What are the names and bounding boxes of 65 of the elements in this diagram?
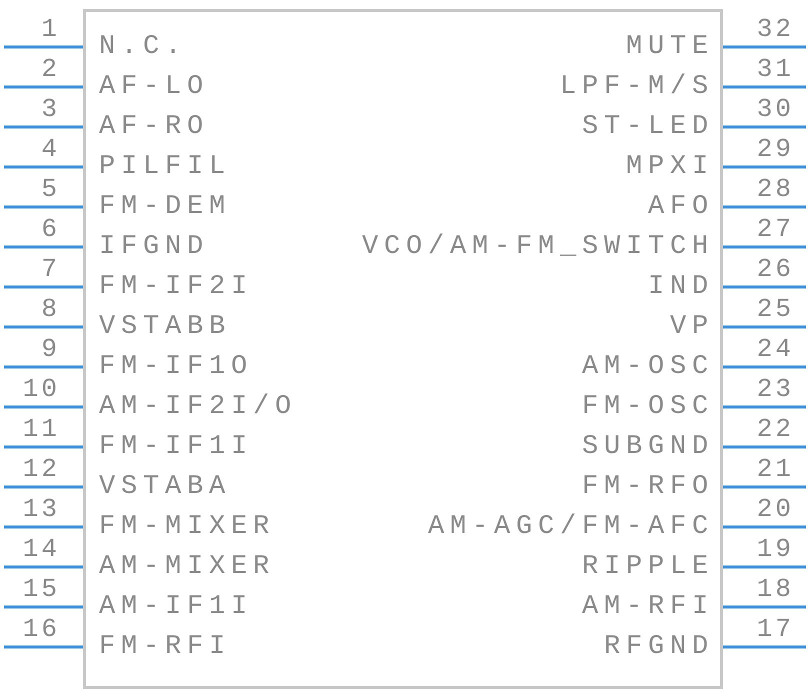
pin-name: VCO/AM-FM_SWITCH <box>362 232 714 262</box>
pin-name: AM-MIXER <box>99 552 276 582</box>
pin-number: 16 <box>22 615 60 643</box>
pin-number: 18 <box>756 575 794 603</box>
pin-number: 30 <box>756 95 794 123</box>
pin-name: AM-AGC/FM-AFC <box>428 512 714 542</box>
pin-name: IND <box>648 272 714 302</box>
pin-number: 9 <box>41 335 60 363</box>
pin-number: 23 <box>756 375 794 403</box>
pin-name: FM-RFO <box>582 472 714 502</box>
pin-name: MUTE <box>626 32 714 62</box>
pin-number: 21 <box>756 455 794 483</box>
pin-number: 26 <box>756 255 794 283</box>
pin-name: N.C. <box>99 32 188 62</box>
pin-number: 10 <box>22 375 60 403</box>
pin-number: 4 <box>41 135 60 163</box>
pin-number: 1 <box>41 15 60 43</box>
pin-name: RFGND <box>604 632 714 662</box>
pin-name: FM-IF1O <box>99 352 254 382</box>
pin-number: 24 <box>756 335 794 363</box>
pin-number: 5 <box>41 175 60 203</box>
pin-name: ST-LED <box>582 112 714 142</box>
pin-number: 22 <box>756 415 794 443</box>
pin-name: PILFIL <box>99 152 232 182</box>
pin-number: 19 <box>756 535 794 563</box>
pin-name: MPXI <box>626 152 714 182</box>
pin-name: IFGND <box>99 232 210 262</box>
pin-number: 29 <box>756 135 794 163</box>
pin-name: FM-MIXER <box>99 512 276 542</box>
pin-name: AM-OSC <box>582 352 714 382</box>
pin-name: RIPPLE <box>582 552 714 582</box>
pin-number: 25 <box>756 295 794 323</box>
pin-name: FM-OSC <box>582 392 714 422</box>
pin-number: 27 <box>756 215 794 243</box>
pin-name: SUBGND <box>582 432 714 462</box>
pin-number: 20 <box>756 495 794 523</box>
pin-number: 17 <box>756 615 794 643</box>
pin-number: 31 <box>756 55 794 83</box>
pin-number: 14 <box>22 535 60 563</box>
pin-number: 13 <box>22 495 60 523</box>
pin-number: 32 <box>756 15 794 43</box>
pin-name: FM-RFI <box>99 632 232 662</box>
pin-number: 2 <box>41 55 60 83</box>
pin-number: 12 <box>22 455 60 483</box>
pin-number: 11 <box>22 415 60 443</box>
chip-outline <box>83 9 723 689</box>
pin-number: 7 <box>41 255 60 283</box>
pin-name: FM-DEM <box>99 192 232 222</box>
pin-name: FM-IF1I <box>99 432 254 462</box>
pin-name: AFO <box>648 192 714 222</box>
pin-name: FM-IF2I <box>99 272 254 302</box>
pin-name: VSTABB <box>99 312 232 342</box>
pin-number: 15 <box>22 575 60 603</box>
pin-number: 8 <box>41 295 60 323</box>
pin-name: AF-RO <box>99 112 210 142</box>
pin-number: 28 <box>756 175 794 203</box>
pin-name: AM-RFI <box>582 592 714 622</box>
pin-name: VSTABA <box>99 472 232 502</box>
pin-name: LPF-M/S <box>560 72 714 102</box>
pin-name: AF-LO <box>99 72 210 102</box>
pin-name: AM-IF2I/O <box>99 392 298 422</box>
pin-name: VP <box>670 312 714 342</box>
pin-name: AM-IF1I <box>99 592 254 622</box>
pin-number: 3 <box>41 95 60 123</box>
pin-number: 6 <box>41 215 60 243</box>
